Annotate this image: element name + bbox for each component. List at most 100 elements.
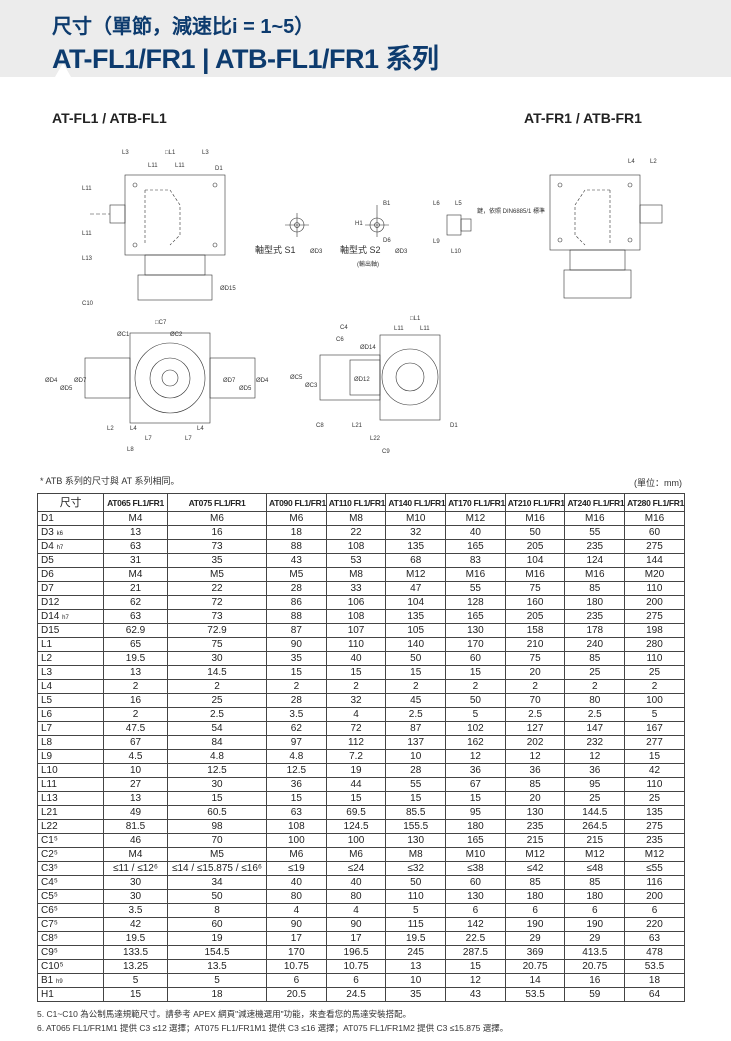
- dimension-label: ØD5: [239, 386, 252, 392]
- table-cell: M12: [445, 511, 506, 526]
- table-cell: 180: [445, 819, 506, 834]
- table-cell: M16: [564, 567, 626, 582]
- table-cell: 25: [624, 791, 685, 806]
- table-cell: 112: [325, 735, 387, 750]
- table-cell: ≤48: [564, 861, 626, 876]
- row-label: L1: [37, 637, 104, 652]
- table-cell: 8: [167, 903, 267, 918]
- table-cell: 107: [325, 623, 387, 638]
- table-cell: 35: [167, 553, 267, 568]
- row-label-text: L8: [41, 736, 53, 748]
- table-cell: 110: [624, 581, 685, 596]
- table-cell: 144.5: [564, 805, 626, 820]
- table-cell: 72.9: [167, 623, 267, 638]
- table-cell: ≤42: [504, 861, 566, 876]
- table-cell: 15: [325, 791, 387, 806]
- table-cell: 60: [445, 651, 506, 666]
- table-cell: 2: [624, 679, 685, 694]
- table-cell: 240: [564, 637, 626, 652]
- table-cell: 45: [385, 693, 447, 708]
- row-label: D1: [37, 511, 104, 526]
- table-cell: 110: [624, 777, 685, 792]
- row-label-text: C7⁵: [41, 918, 58, 930]
- table-cell: 47: [385, 581, 447, 596]
- table-cell: 81.5: [103, 819, 168, 834]
- table-cell: 44: [325, 777, 387, 792]
- table-cell: 19: [325, 763, 387, 778]
- row-label: L10: [37, 763, 104, 778]
- table-cell: 10: [385, 749, 447, 764]
- dimension-label: ØD12: [354, 377, 370, 383]
- table-cell: 275: [624, 609, 685, 624]
- table-cell: 6: [445, 903, 506, 918]
- dimension-label: ØD15: [220, 286, 236, 292]
- table-cell: 21: [103, 581, 168, 596]
- table-cell: 2.5: [564, 707, 626, 722]
- table-cell: 87: [385, 721, 447, 736]
- table-cell: 72: [167, 595, 267, 610]
- table-cell: 180: [564, 595, 626, 610]
- table-cell: 49: [103, 805, 168, 820]
- table-cell: 235: [624, 833, 685, 848]
- table-cell: 19.5: [385, 931, 447, 946]
- drawing-fl1-front: L3 □L1 L3 L11 L11 D1 ØD15 L11 L11 L13 C1…: [82, 150, 236, 307]
- table-cell: 62: [103, 595, 168, 610]
- table-cell: 16: [167, 525, 267, 540]
- row-label: D4 h7: [37, 539, 104, 554]
- table-cell: 42: [624, 763, 685, 778]
- table-cell: 15: [325, 665, 387, 680]
- table-cell: 2: [103, 679, 168, 694]
- table-cell: 15: [167, 791, 267, 806]
- table-cell: 4: [325, 707, 387, 722]
- table-cell: 190: [504, 917, 566, 932]
- table-cell: 32: [325, 693, 387, 708]
- atb-note: * ATB 系列的尺寸與 AT 系列相同。: [40, 476, 180, 486]
- table-cell: 29: [504, 931, 566, 946]
- table-cell: 2.5: [504, 707, 566, 722]
- table-cell: ≤11 / ≤12⁶: [103, 861, 168, 876]
- row-label-text: C1⁵: [41, 834, 58, 846]
- table-cell: 140: [385, 637, 447, 652]
- table-cell: 19.5: [103, 931, 168, 946]
- drawing-side-view: □L1 C4 C6 ØD14 L11 L11 ØC5 ØC3 ØD12 C8 L…: [290, 316, 458, 455]
- row-label: L5: [37, 693, 104, 708]
- table-cell: 287.5: [445, 945, 506, 960]
- table-cell: 14.5: [167, 665, 267, 680]
- table-cell: 210: [504, 637, 566, 652]
- table-cell: 2: [504, 679, 566, 694]
- dimension-label: C9: [382, 449, 390, 455]
- row-label: L22: [37, 819, 104, 834]
- table-cell: 31: [103, 553, 168, 568]
- dimension-label: L11: [394, 326, 404, 332]
- row-label: L7: [37, 721, 104, 736]
- table-cell: 18: [167, 987, 267, 1002]
- table-cell: 13: [385, 959, 447, 974]
- table-cell: 50: [167, 889, 267, 904]
- table-cell: 65: [103, 637, 168, 652]
- table-cell: 235: [504, 819, 566, 834]
- table-cell: M6: [325, 847, 387, 862]
- table-cell: 135: [385, 609, 447, 624]
- table-cell: 135: [624, 805, 685, 820]
- table-cell: M4: [103, 567, 168, 582]
- table-cell: 13: [103, 791, 168, 806]
- table-cell: 12.5: [266, 763, 327, 778]
- table-cell: 4: [325, 903, 387, 918]
- table-cell: 165: [445, 609, 506, 624]
- table-cell: 275: [624, 539, 685, 554]
- row-label-text: D1: [41, 512, 54, 524]
- table-cell: 72: [325, 721, 387, 736]
- table-cell: M8: [325, 511, 387, 526]
- page-title: AT-FL1/FR1 | ATB-FL1/FR1 系列: [52, 44, 439, 74]
- table-cell: 28: [266, 693, 327, 708]
- table-cell: 33: [325, 581, 387, 596]
- view-label-left: AT-FL1 / ATB-FL1: [52, 110, 167, 126]
- drawing-end-view: □C7 ØC1 ØC2 ØD4 ØD5 ØD7 ØD7 ØD5 ØD4 L2 L…: [45, 320, 269, 453]
- row-label-text: C5⁵: [41, 890, 58, 902]
- table-cell: M8: [325, 567, 387, 582]
